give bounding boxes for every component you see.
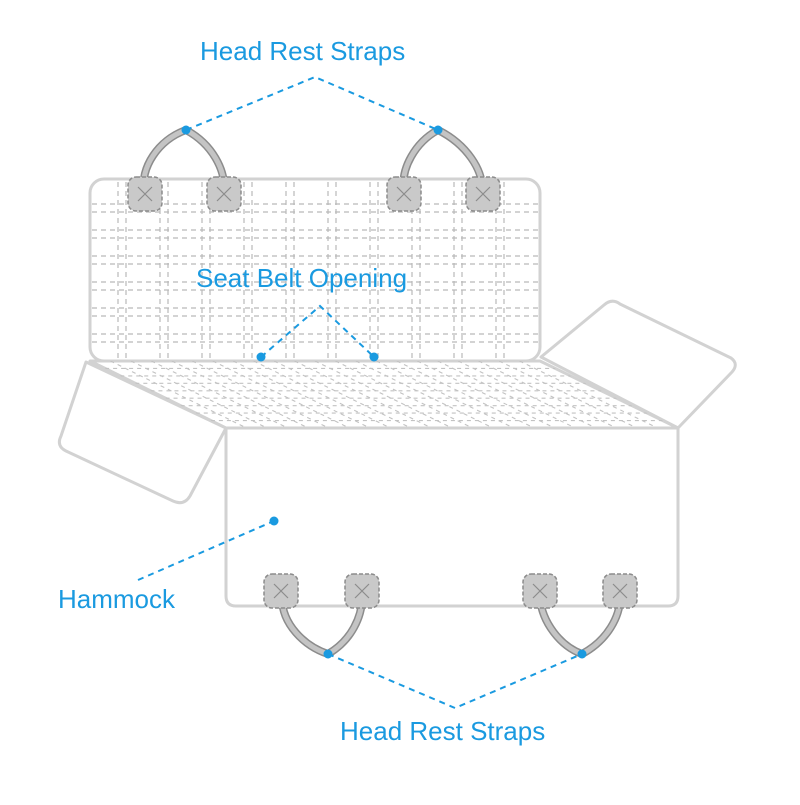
- head-rest-straps-top-label: Head Rest Straps: [200, 36, 406, 66]
- quilt-stitch: [355, 361, 494, 428]
- quilt-stitch: [314, 361, 453, 428]
- left-side-flap: [57, 360, 228, 505]
- seat-back-quilting: [92, 182, 538, 360]
- quilt-stitch: [110, 361, 247, 428]
- callout-dot: [269, 516, 279, 526]
- top-left-strap: [127, 125, 242, 212]
- quilt-stitch: [232, 361, 371, 428]
- quilt-stitch: [335, 361, 473, 428]
- quilt-stitch: [396, 361, 535, 428]
- seat-cushion-quilting: [105, 361, 663, 428]
- head-rest-straps-bottom-label: Head Rest Straps: [340, 716, 546, 746]
- quilt-stitch: [437, 361, 576, 428]
- callout-dot: [181, 125, 191, 135]
- callout-dot: [433, 125, 443, 135]
- callout-dot: [369, 352, 379, 362]
- quilt-stitch: [376, 361, 514, 428]
- quilt-stitch: [130, 361, 268, 428]
- hammock-label: Hammock: [58, 584, 176, 614]
- quilt-stitch: [519, 361, 658, 428]
- right-side-flap: [539, 299, 737, 430]
- hammock-leader: [137, 520, 275, 581]
- quilt-stitch: [192, 361, 329, 428]
- quilt-stitch: [171, 361, 309, 428]
- quilt-stitch: [273, 361, 412, 428]
- quilt-stitch: [457, 361, 597, 428]
- quilt-stitch: [417, 361, 555, 428]
- seat-belt-leader: [260, 304, 375, 358]
- quilt-stitch: [478, 361, 617, 428]
- quilt-stitch: [151, 361, 288, 428]
- seat-belt-opening-label: Seat Belt Opening: [196, 263, 408, 293]
- head-rest-top-leader: [185, 75, 439, 131]
- quilt-stitch: [294, 361, 432, 428]
- callout-dot: [577, 649, 587, 659]
- quilt-stitch: [212, 361, 350, 428]
- callout-dot: [256, 352, 266, 362]
- callout-dot: [323, 649, 333, 659]
- head-rest-bottom-leader: [327, 653, 583, 710]
- quilt-stitch: [253, 361, 391, 428]
- hammock-panel: [224, 426, 680, 608]
- quilt-stitch: [498, 361, 638, 428]
